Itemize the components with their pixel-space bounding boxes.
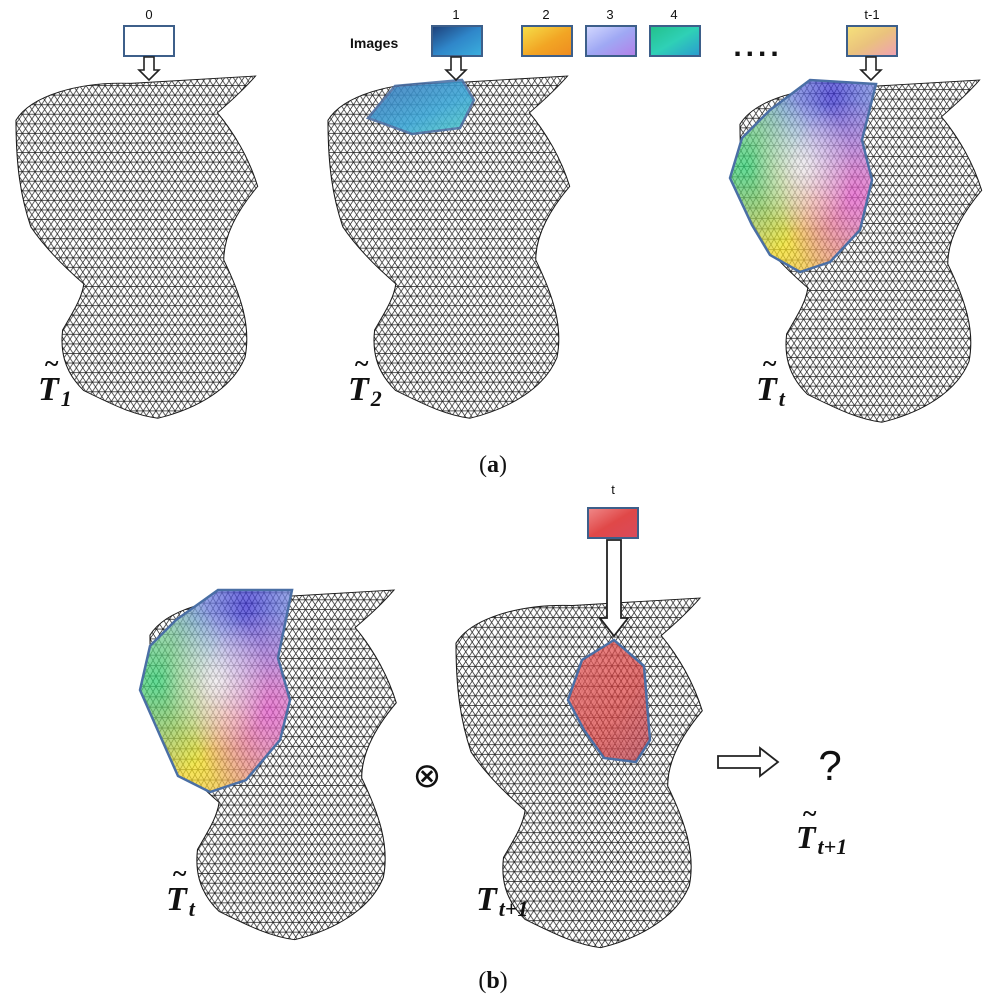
image-frame-4: 4 [649,7,701,57]
mesh-t2-tilde: ~ [354,349,369,378]
blank-frame-label: 0 [145,7,152,22]
mesh-tt-b-tilde: ~ [172,859,187,888]
tensor-operator: ⊗ [413,756,442,796]
mesh-t-plus-1-symbol: T [476,881,498,918]
result-tilde: ~ [802,799,817,828]
mesh-t1-label: T1 [38,371,72,411]
panel-b-label: (b) [478,968,507,994]
mesh-t1-tilde: ~ [44,349,59,378]
image-frame-1: 1 [431,7,483,82]
image-4-thumbnail [649,25,701,57]
image-2-thumbnail [521,25,573,57]
mesh-t1-symbol: T [38,371,60,408]
images-label: Images [350,35,398,51]
mesh-tt-a-symbol: T [756,371,778,408]
down-arrow-icon [859,56,883,82]
image-frame-t-minus-1: t-1 [846,7,898,82]
mesh-t1-subscript: 1 [61,386,72,411]
panel-a: 0 T1 ~ Images 1 2 3 4 .... [15,7,983,478]
panel-a-label: (a) [479,452,507,478]
mesh-t2-label: T2 [348,371,382,411]
image-t-label: t [611,482,615,497]
image-4-label: 4 [670,7,677,22]
ellipsis: .... [733,30,782,63]
right-arrow-icon [717,746,780,778]
mesh-t-plus-1-region [566,638,652,764]
image-t-minus-1-thumbnail [846,25,898,57]
image-1-label: 1 [452,7,459,22]
image-t-minus-1-label: t-1 [864,7,879,22]
mesh-tt-a-label: Tt [756,371,786,411]
image-3-label: 3 [606,7,613,22]
unknown-result-question-mark: ? [818,742,841,789]
mesh-tt-b-symbol: T [166,881,188,918]
mesh-t-plus-1-label: Tt+1 [476,881,528,921]
image-frame-2: 2 [521,7,573,57]
image-frame-3: 3 [585,7,637,57]
mesh-tt-b-subscript: t [189,896,196,921]
mesh-tt-a-registered-region [728,78,878,274]
mesh-t2-subscript: 2 [370,386,382,411]
result-symbol: T [796,819,817,855]
long-down-arrow-icon [598,539,630,638]
result-subscript: t+1 [818,834,848,859]
mesh-tt-a-subscript: t [779,386,786,411]
mesh-t2-symbol: T [348,371,370,408]
frame-0: 0 [123,7,175,82]
mesh-tt-b-label: Tt [166,881,196,921]
panel-b: Tt ~ ⊗ t Tt+1 ? Tt+1 ~ (b) [138,482,847,994]
result-label: Tt+1 [796,819,847,859]
mesh-t-plus-1-subscript: t+1 [499,896,529,921]
image-frame-t: t [587,482,639,638]
mesh-tt-a-tilde: ~ [762,349,777,378]
image-1-thumbnail [431,25,483,57]
down-arrow-icon [444,56,468,82]
down-arrow-icon [137,56,161,82]
image-2-label: 2 [542,7,549,22]
image-3-thumbnail [585,25,637,57]
mesh-tt-b-registered-region [138,588,294,794]
image-t-thumbnail [587,507,639,539]
mesh-t2-registered-region [365,78,476,136]
blank-frame-box [123,25,175,57]
